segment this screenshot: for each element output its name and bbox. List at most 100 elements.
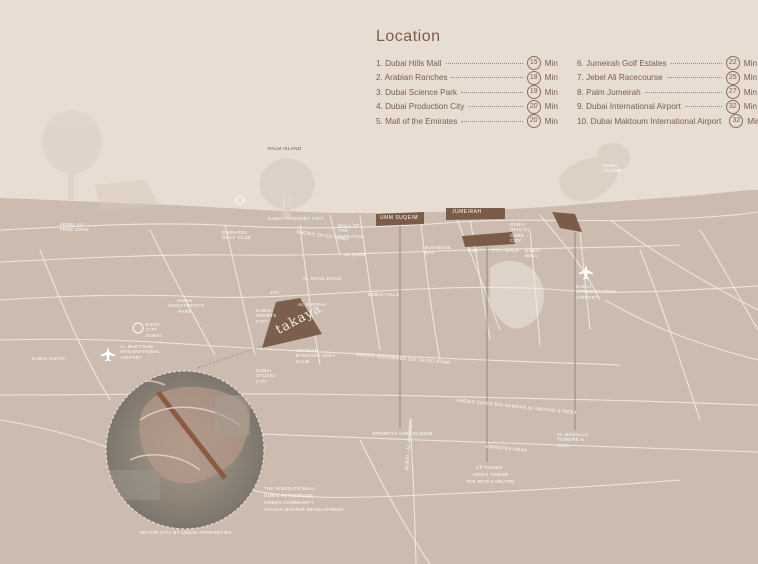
location-name: 1. Dubai Hills Mall <box>376 58 442 68</box>
harbour-shape <box>95 180 160 210</box>
minutes-unit: Min <box>747 116 758 126</box>
expo-icon <box>132 322 144 334</box>
map-label-dxb: DXB <box>468 248 479 253</box>
map-label-jvc: JVC <box>270 290 280 295</box>
golf-icon <box>235 195 245 205</box>
minutes-badge: 27 <box>725 85 740 99</box>
minutes-badge: 32 <box>725 99 740 114</box>
map-label-emirates-golf: EMIRATES GOLF CLUB <box>222 230 251 241</box>
leader-line <box>461 120 523 122</box>
minutes-badge: 18 <box>526 70 541 85</box>
palm-jebel-ali <box>42 110 102 200</box>
map-label-up-tower: UP TOWER <box>476 465 503 470</box>
list-item: 3. Dubai Science Park 19 Min <box>376 85 558 99</box>
highlighted-districts <box>376 208 582 247</box>
minutes-unit: Min <box>743 102 757 111</box>
minutes-badge: 25 <box>725 70 740 85</box>
site-connector <box>197 345 263 369</box>
list-item: 7. Jebel Ali Racecourse 25 Min <box>577 70 757 85</box>
map-label-al-barsha: AL BARSHA <box>298 302 327 307</box>
map-label-kinsgate-mall: THE KINSGATE MALL <box>264 486 316 491</box>
map-label-investments-park: DUBAI INVESTMENTS PARK <box>168 298 204 314</box>
minutes-badge: 20 <box>526 99 541 114</box>
minutes-unit: Min <box>544 87 558 97</box>
list-item: 2. Arabian Ranches 18 Min <box>376 70 558 85</box>
location-name: 5. Mall of the Emirates <box>376 116 458 126</box>
minutes-badge: 20 <box>526 114 541 128</box>
palm-island <box>258 157 316 218</box>
location-name: 9. Dubai International Airport <box>577 102 681 111</box>
minutes-unit: Min <box>544 73 558 82</box>
list-item: 10. Dubai Maktoum International Airport … <box>577 114 758 128</box>
map-label-health-care: DUBAI HEALTH CARE CITY <box>510 222 530 243</box>
map-label-al-musalla: AL MUSALLA TOWERS & HALL <box>557 432 588 448</box>
map-label-motor-city: MOTOR CITY BY UNION PROPERTIES <box>140 530 232 535</box>
location-name: 3. Dubai Science Park <box>376 87 458 97</box>
location-name: 8. Palm Jumeirah <box>577 87 641 97</box>
minutes-badge: 32 <box>729 114 744 128</box>
location-name: 7. Jebel Ali Racecourse <box>577 73 663 82</box>
minutes-unit: Min <box>743 58 757 68</box>
map-label-studio-city: DUBAI STUDIO CITY <box>256 368 276 384</box>
leader-line <box>461 91 523 93</box>
map-label-dubai-mall: DUBAI MALL <box>525 248 541 259</box>
map-label-expo-city: EXPO CITY DUBAI <box>146 322 162 338</box>
location-name: 2. Arabian Ranches <box>376 73 448 82</box>
minutes-badge: 22 <box>725 56 740 70</box>
takaya-site-marker <box>262 298 322 348</box>
location-name: 10. Dubai Maktoum International Airport <box>577 116 722 126</box>
map-label-ritz-carlton: THE RITZ-CARLTON <box>466 479 515 484</box>
leader-line <box>666 77 722 78</box>
list-item: 4. Dubai Production City 20 Min <box>376 99 558 114</box>
minutes-unit: Min <box>544 116 558 126</box>
map-label-business-bay: BUSINESS BAY <box>425 245 451 256</box>
airplane-icon <box>101 347 115 362</box>
map-label-autodrome: DUBAI AUTODROME <box>264 493 314 498</box>
map-label-al-khail: AL KHAIL ROAD <box>303 276 342 281</box>
list-item: 6. Jumeirah Golf Estates 22 Min <box>577 56 757 70</box>
map-label-jebel-ali: JEBEL ALI FREE ZONE <box>60 222 89 233</box>
leader-line <box>451 77 523 78</box>
minutes-badge: 15 <box>526 56 541 70</box>
location-name: 6. Jumeirah Golf Estates <box>577 58 667 68</box>
minutes-unit: Min <box>544 58 558 68</box>
map-label-dubai-island: DUBAI ISLAND <box>603 163 622 174</box>
motor-city-satellite <box>106 371 264 529</box>
minutes-badge: 19 <box>526 85 541 99</box>
pointer-lines <box>399 226 576 462</box>
district-label-jumeirah: JUMEIRAH <box>452 209 482 215</box>
list-item: 5. Mall of the Emirates 20 Min <box>376 114 558 128</box>
map-label-arabian-ranches-golf: ARABIAN RANCHES GOLF CLUB <box>296 348 336 364</box>
leader-line <box>670 62 722 64</box>
location-title: Location <box>376 28 441 45</box>
list-item: 9. Dubai International Airport 32 Min <box>577 99 757 114</box>
location-name: 4. Dubai Production City <box>376 102 465 111</box>
list-item: 8. Palm Jumeirah 27 Min <box>577 85 757 99</box>
map-label-green-community: GREEN COMMUNITY <box>264 500 315 505</box>
map-label-city-walk: CITY WALK <box>492 248 520 253</box>
map-label-maktoum-airport: AL MAKTOUM INTERNATIONAL AIRPORT <box>120 344 161 360</box>
map-label-takaya-master: TAKAYA MASTER DEVELOPMENT <box>264 507 345 512</box>
map-label-internet-city: DUBAI INTERNET CITY <box>268 216 324 221</box>
map-label-sports-city: DUBAI SPORTS CITY <box>256 308 277 324</box>
map-label-dubai-intl-airport: DUBAI INTERNATIONAL AIRPORT <box>576 284 617 300</box>
map-label-dubai-south: DUBAI SOUTH <box>32 356 67 361</box>
leader-line <box>468 106 523 107</box>
creek-patch <box>490 260 544 329</box>
list-item: 1. Dubai Hills Mall 15 Min <box>376 56 558 70</box>
leader-line <box>445 62 523 64</box>
leader-line <box>644 91 722 93</box>
map-label-index-tower: INDEX TOWER <box>473 472 509 477</box>
map-label-palm-island: PALM ISLAND <box>268 146 302 151</box>
leader-line <box>684 106 722 107</box>
minutes-unit: Min <box>743 73 757 82</box>
map-label-dubai-hills: DUBAI HILLS <box>368 292 400 297</box>
minutes-unit: Min <box>544 102 558 111</box>
map-label-mall-of-emirates: MALL OF THE EMIRATES <box>338 223 364 239</box>
dubai-island-shape <box>559 143 631 202</box>
map-label-al-quoz: AL QUOZ <box>344 252 367 257</box>
minutes-unit: Min <box>743 87 757 97</box>
district-label-umm-suqeim: UMM SUQEIM <box>380 215 419 221</box>
